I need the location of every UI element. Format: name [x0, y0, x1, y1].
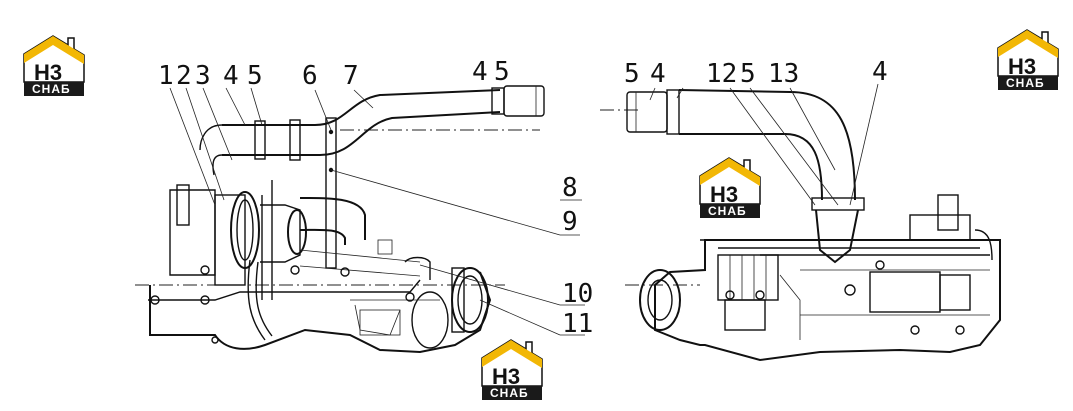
callout-7: 7	[343, 61, 359, 91]
logo-band-text: СНАБ	[32, 82, 71, 96]
logo-letters: H3	[710, 182, 738, 207]
callout-5-upper: 5	[494, 57, 510, 87]
right-view: 5 4 12 5 13 4	[600, 57, 1001, 362]
logo-band-text: СНАБ	[708, 204, 747, 218]
logo-band-text: СНАБ	[490, 386, 529, 400]
callout-4-right-b: 4	[872, 57, 888, 87]
callout-4-upper: 4	[472, 57, 488, 87]
callout-13: 13	[768, 59, 799, 89]
callout-4-right: 4	[650, 59, 666, 89]
callout-10: 10	[562, 279, 593, 309]
callout-9: 9	[562, 207, 578, 237]
logo-roof	[998, 30, 1058, 58]
logo-band-text: СНАБ	[1006, 76, 1045, 90]
callout-5-right-b: 5	[740, 59, 756, 89]
callout-4: 4	[223, 61, 239, 91]
callout-6: 6	[302, 61, 318, 91]
logo-roof	[482, 340, 542, 368]
logo-roof	[24, 36, 84, 64]
callout-1: 1	[158, 61, 174, 91]
logo-watermark-center: H3 СНАБ	[699, 157, 761, 218]
logo-roof	[700, 158, 760, 186]
logo-letters: H3	[34, 60, 62, 85]
logo-watermark-bottom: H3 СНАБ	[481, 339, 543, 400]
callout-3: 3	[195, 61, 211, 91]
callout-8: 8	[562, 173, 578, 203]
logo-watermark-top-right: H3 СНАБ	[997, 29, 1059, 90]
callout-5: 5	[247, 61, 263, 91]
callout-2: 2	[176, 61, 192, 91]
callout-11: 11	[562, 309, 593, 339]
logo-watermark-top-left: H3 СНАБ	[23, 35, 85, 96]
logo-letters: H3	[492, 364, 520, 389]
left-view: 1 2 3 4 5 6 7 4 5 8 9 10 11	[135, 57, 593, 354]
callout-12: 12	[706, 59, 737, 89]
logo-letters: H3	[1008, 54, 1036, 79]
callout-5-right: 5	[624, 59, 640, 89]
